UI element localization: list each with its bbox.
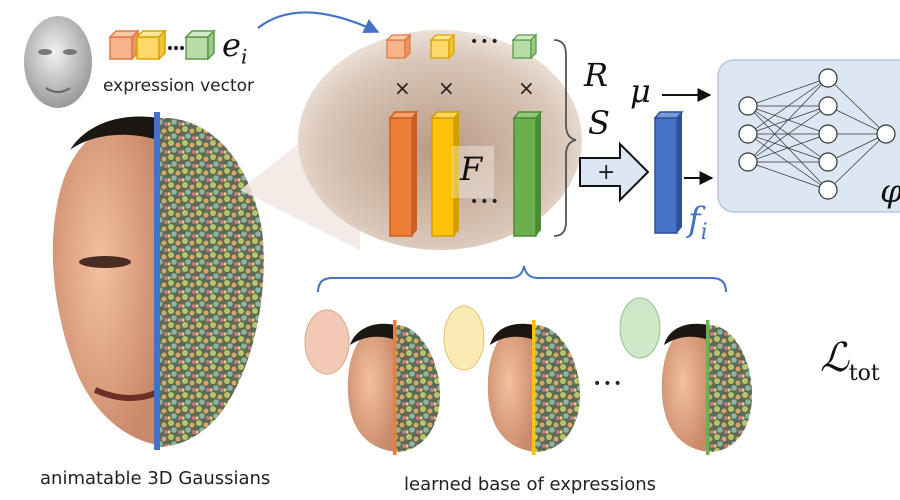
S-symbol: S	[588, 104, 610, 142]
bases-dots: •••	[593, 376, 624, 392]
e-i-symbol: ei	[222, 26, 248, 69]
times-2: ×	[438, 76, 455, 100]
plus-arrow	[579, 141, 650, 203]
animatable-gaussians-face	[52, 112, 264, 450]
ellipse-brace	[553, 39, 577, 237]
learned-base-label: learned base of expressions	[404, 474, 656, 495]
mlp-network	[738, 68, 896, 200]
phi-symbol: φ	[880, 172, 900, 210]
times-1: ×	[394, 76, 411, 100]
expression-vector-label: expression vector	[103, 76, 255, 96]
bottom-brace	[317, 265, 727, 293]
F-box	[452, 146, 494, 198]
loss-total: ℒtot	[820, 335, 880, 386]
mlp-box	[717, 59, 900, 213]
times-3: ×	[518, 76, 535, 100]
animatable-gaussians-label: animatable 3D Gaussians	[40, 468, 271, 489]
R-symbol: R	[584, 56, 609, 94]
base-expression-1	[304, 309, 440, 455]
neutral-head-icon	[24, 16, 92, 108]
basis-bars	[388, 111, 543, 237]
f-i-symbol: fi	[688, 200, 708, 245]
fi-bar	[653, 111, 684, 234]
bar-dots: •••	[470, 194, 501, 210]
mu-symbol: μ	[630, 72, 651, 110]
small-cubes-row	[385, 33, 538, 60]
top-dots: •••	[470, 34, 501, 50]
base-expression-3	[619, 297, 752, 455]
base-expression-2	[443, 305, 580, 455]
F-symbol: F	[460, 150, 483, 188]
ei-arrow	[257, 11, 380, 34]
plus-symbol: +	[597, 160, 616, 185]
expression-vector-cubes	[108, 29, 216, 61]
